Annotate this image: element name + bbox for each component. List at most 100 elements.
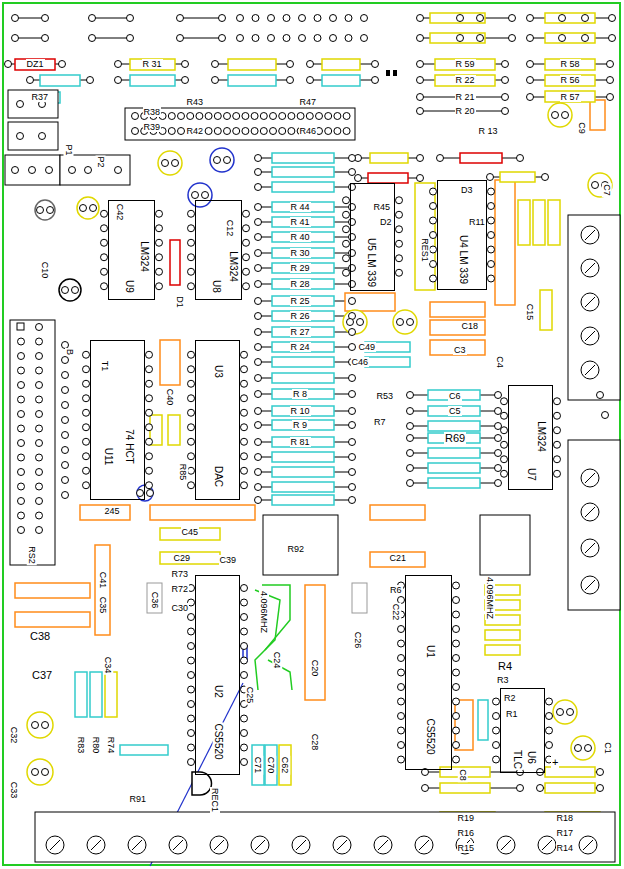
part-label: C8 [458,768,468,782]
solder-pad [417,175,424,182]
part-label: C1 [603,741,613,755]
solder-pad [349,497,356,504]
solder-pad [502,61,509,68]
solder-pad [243,283,250,290]
solder-pad [156,283,163,290]
terminal-screw [337,840,347,850]
solder-pad [527,35,534,42]
solder-pad [188,643,195,650]
terminal-screw [333,836,351,854]
solder-pad [212,61,219,68]
part-label: C38 [29,630,51,642]
resistor-body [272,263,334,273]
solder-pad [407,408,414,415]
part-label: 4.096MHZ [259,590,269,634]
part-label: R 8 [292,389,308,399]
part-label: R17 [556,828,575,838]
solder-pad [188,380,195,387]
solder-pad [188,672,195,679]
solder-pad [241,599,248,606]
terminal-screw [374,836,392,854]
ic-label: U11 [103,446,114,466]
solder-pad [495,392,502,399]
solder-pad [205,128,212,135]
capacitor-body [430,340,485,355]
solder-pad [202,192,209,199]
solder-pad [188,210,195,217]
resistor-body [545,783,595,793]
solder-pad [396,211,403,218]
ic-label: LM324 [227,250,238,283]
ic-package: U11 74 HCT [90,340,145,500]
solder-pad [349,408,356,415]
ic-label: U3 [212,364,223,379]
solder-pad [559,15,566,22]
solder-pad [546,742,553,749]
resistor-body [540,290,552,330]
solder-pad [349,155,356,162]
solder-pad [557,709,564,716]
solder-pad [396,255,403,262]
part-label: R83 [76,736,86,755]
solder-pad [188,759,195,766]
transistor-symbol [192,772,212,795]
solder-pad [407,319,414,326]
solder-pad [283,15,290,22]
ic-label: 74 HCT [124,428,135,464]
solder-pad [162,160,169,167]
ic-label: U6 [525,750,536,765]
solder-pad [430,188,437,195]
capacitor-body [352,583,367,613]
solder-pad [343,269,350,276]
capacitor-outline [571,736,595,760]
capacitor-body [495,180,515,305]
resistor-body [272,248,334,258]
capacitor-outline [210,148,234,172]
resistor-body [272,467,334,477]
solder-pad [101,268,108,275]
part-label: R69 [444,432,466,444]
solder-pad [255,298,262,305]
solder-pad [132,113,139,120]
solder-pad [592,182,599,189]
solder-pad [255,250,262,257]
resistor-body [485,630,520,640]
solder-pad [146,467,153,474]
solder-pad [83,482,90,489]
ic-label: U5 LM 339 [365,237,376,288]
resistor-body [272,202,334,212]
solder-pad [397,319,404,326]
resistor-body [322,75,360,86]
part-label: R45 [373,202,392,212]
ic-label: U2 [212,684,223,699]
solder-pad [407,392,414,399]
solder-pad [316,113,323,120]
part-label: R 56 [560,75,581,85]
part-label: C12 [225,219,235,238]
terminal-screw [581,259,599,277]
ic-label: LM324 [138,240,149,273]
capacitor-outline [35,200,55,220]
solder-pad [417,94,424,101]
part-label: R 30 [290,248,311,258]
solder-pad [127,15,134,22]
solder-pad [527,61,534,68]
solder-pad [241,366,248,373]
solder-pad [297,113,304,120]
solder-pad [172,160,179,167]
part-label: R 40 [290,232,311,242]
solder-pad [255,219,262,226]
solder-pad [255,313,262,320]
solder-pad [146,395,153,402]
solder-pad [398,655,405,662]
resistor-body [518,200,530,245]
solder-pad [5,61,12,68]
solder-pad [398,684,405,691]
solder-pad [609,35,616,42]
solder-pad [36,469,43,476]
ic-label: CS5520 [425,717,436,755]
solder-pad [343,128,350,135]
solder-pad [582,15,589,22]
solder-pad [527,94,534,101]
solder-pad [493,742,500,749]
